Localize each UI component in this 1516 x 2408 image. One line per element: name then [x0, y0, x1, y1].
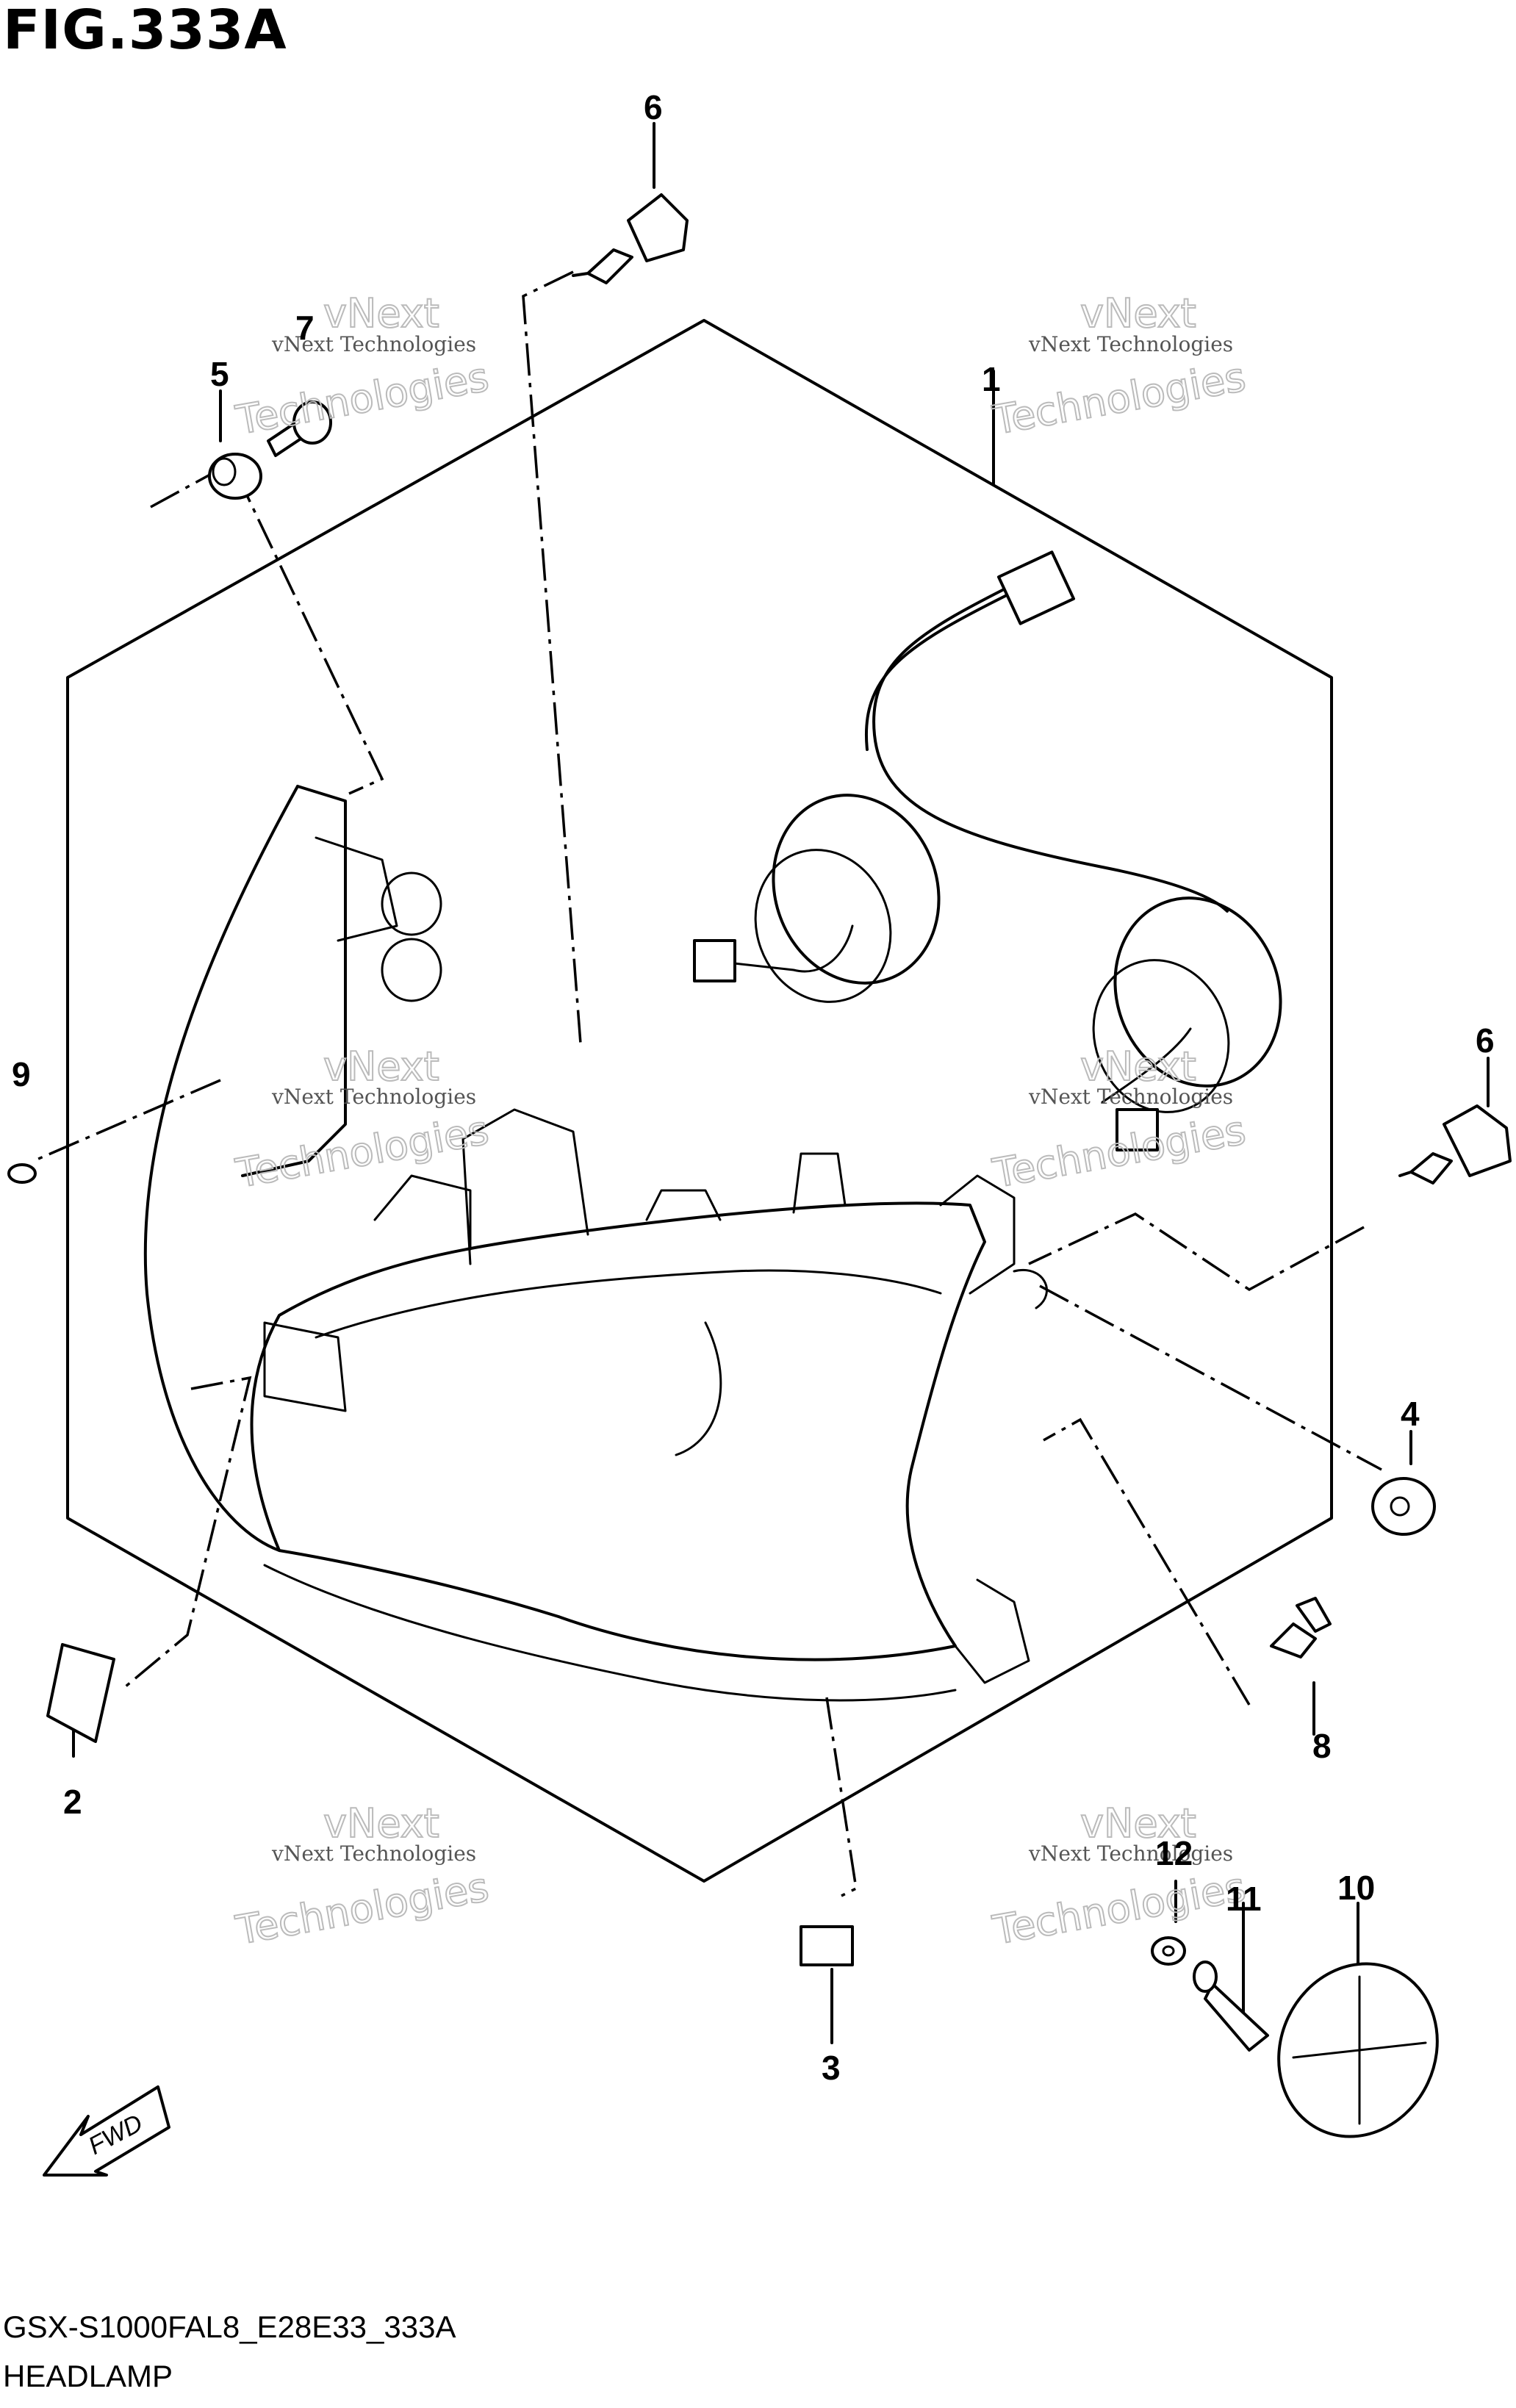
svg-text:vNext: vNext [323, 1800, 439, 1847]
svg-text:Technologies: Technologies [989, 1863, 1249, 1953]
grommet-part-4 [1371, 1477, 1436, 1536]
model-code: GSX-S1000FAL8_E28E33_333A [3, 2310, 456, 2344]
callout-6-top: 6 [644, 88, 663, 126]
svg-text:Technologies: Technologies [232, 1863, 492, 1953]
reflector-part-10 [1277, 1962, 1439, 2138]
pin-part-11 [1193, 1960, 1269, 2052]
bulb-part-6-top [572, 193, 689, 284]
svg-text:vNext: vNext [1080, 290, 1196, 337]
callout-4: 4 [1401, 1395, 1420, 1433]
grommet-part-5 [208, 453, 262, 500]
leader-lines [36, 122, 1490, 2044]
callout-9: 9 [12, 1055, 31, 1093]
svg-text:Technologies: Technologies [232, 353, 492, 443]
callout-6-right: 6 [1476, 1021, 1495, 1060]
svg-text:vNext Technologies: vNext Technologies [1028, 1085, 1233, 1109]
callout-3: 3 [822, 2049, 841, 2087]
washer-part-12 [1151, 1936, 1186, 1966]
figure-title: FIG.333A [3, 0, 287, 62]
cap-part-9 [7, 1163, 37, 1184]
svg-text:vNext: vNext [1080, 1043, 1196, 1090]
callout-7: 7 [295, 309, 315, 347]
svg-text:vNext: vNext [323, 290, 439, 337]
callout-5: 5 [210, 355, 229, 393]
bulb-part-6-right [1398, 1104, 1512, 1185]
bolt-part-8 [1270, 1597, 1332, 1658]
fwd-arrow-icon: FWD [43, 2085, 170, 2177]
headlamp-housing [143, 785, 1048, 1702]
svg-text:vNext Technologies: vNext Technologies [1028, 1841, 1233, 1866]
svg-text:vNext Technologies: vNext Technologies [271, 1085, 476, 1109]
svg-text:Technologies: Technologies [232, 1107, 492, 1196]
callout-11: 11 [1226, 1880, 1262, 1918]
assembly-outline [66, 319, 1333, 1883]
svg-text:vNext Technologies: vNext Technologies [271, 332, 476, 356]
callout-labels: 1 2 3 4 5 6 6 7 8 9 10 11 12 [12, 88, 1495, 2087]
svg-text:vNext Technologies: vNext Technologies [1028, 332, 1233, 356]
callout-10: 10 [1337, 1869, 1375, 1907]
svg-text:vNext Technologies: vNext Technologies [271, 1841, 476, 1866]
screw-part-7 [267, 400, 332, 457]
wiring-harness [693, 550, 1282, 1151]
callout-2: 2 [63, 1783, 82, 1821]
pad-part-2 [46, 1643, 115, 1743]
callout-12: 12 [1155, 1834, 1193, 1872]
pad-part-3 [800, 1925, 854, 1966]
svg-text:vNext: vNext [323, 1043, 439, 1090]
callout-1: 1 [982, 360, 1001, 398]
svg-text:vNext: vNext [1080, 1800, 1196, 1847]
svg-text:Technologies: Technologies [989, 353, 1249, 443]
watermark: vNext vNext Technologies Technologies vN… [231, 290, 1250, 1955]
group-name: HEADLAMP [3, 2359, 173, 2393]
callout-8: 8 [1312, 1727, 1332, 1765]
